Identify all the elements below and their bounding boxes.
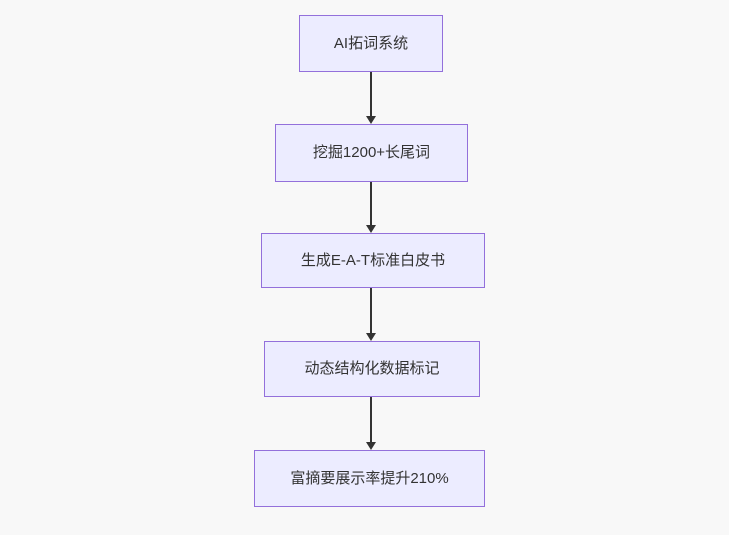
flow-node-rich-snippet-rate: 富摘要展示率提升210% bbox=[254, 450, 485, 507]
node-label-rich-snippet-rate: 富摘要展示率提升210% bbox=[290, 469, 449, 487]
arrowhead-down-icon bbox=[366, 116, 376, 124]
arrowhead-down-icon bbox=[366, 225, 376, 233]
edge-line bbox=[370, 72, 372, 116]
edge-line bbox=[370, 288, 372, 333]
arrowhead-down-icon bbox=[366, 442, 376, 450]
arrowhead-down-icon bbox=[366, 333, 376, 341]
node-label-longtail-mining: 挖掘1200+长尾词 bbox=[312, 144, 431, 161]
flow-edge-b-c bbox=[366, 182, 376, 233]
flow-node-structured-data-markup: 动态结构化数据标记 bbox=[264, 341, 480, 397]
flow-edge-c-d bbox=[366, 288, 376, 341]
flow-edge-a-b bbox=[366, 72, 376, 124]
node-label-eat-whitepaper: 生成E-A-T标准白皮书 bbox=[300, 251, 446, 269]
flow-node-eat-whitepaper: 生成E-A-T标准白皮书 bbox=[261, 233, 485, 288]
node-label-structured-data-markup: 动态结构化数据标记 bbox=[304, 360, 440, 377]
flow-node-longtail-mining: 挖掘1200+长尾词 bbox=[275, 124, 468, 182]
node-label-ai-word-system: AI拓词系统 bbox=[333, 34, 409, 52]
edge-line bbox=[370, 397, 372, 442]
edge-line bbox=[370, 182, 372, 225]
flow-node-ai-word-system: AI拓词系统 bbox=[299, 15, 443, 72]
flow-edge-d-e bbox=[366, 397, 376, 450]
